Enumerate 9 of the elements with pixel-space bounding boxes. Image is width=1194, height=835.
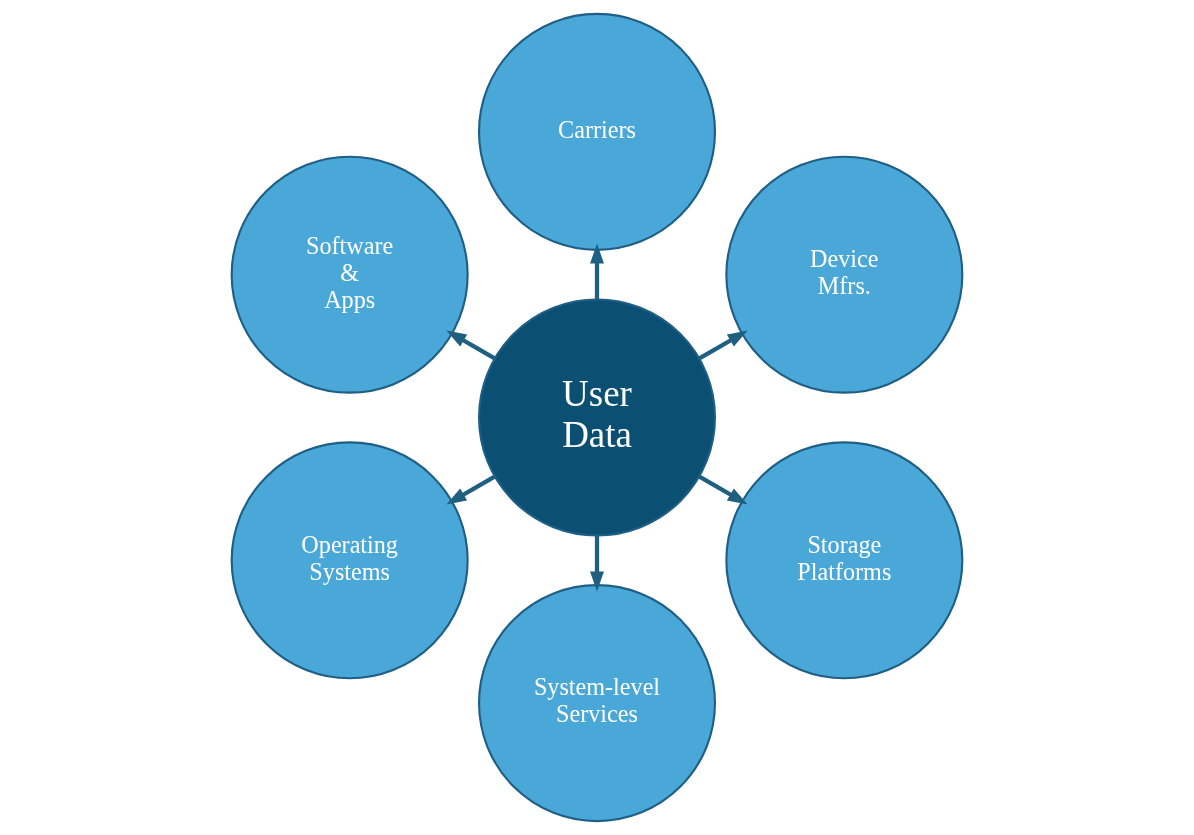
arrow bbox=[698, 330, 748, 361]
arrow bbox=[590, 535, 604, 592]
arrow bbox=[698, 474, 748, 505]
node-circle: Carriers bbox=[477, 12, 717, 251]
node-circle: User Data bbox=[477, 298, 717, 537]
node-circle: System-level Services bbox=[477, 584, 717, 823]
arrow bbox=[446, 474, 496, 505]
arrow bbox=[446, 330, 496, 361]
arrow bbox=[590, 243, 604, 300]
